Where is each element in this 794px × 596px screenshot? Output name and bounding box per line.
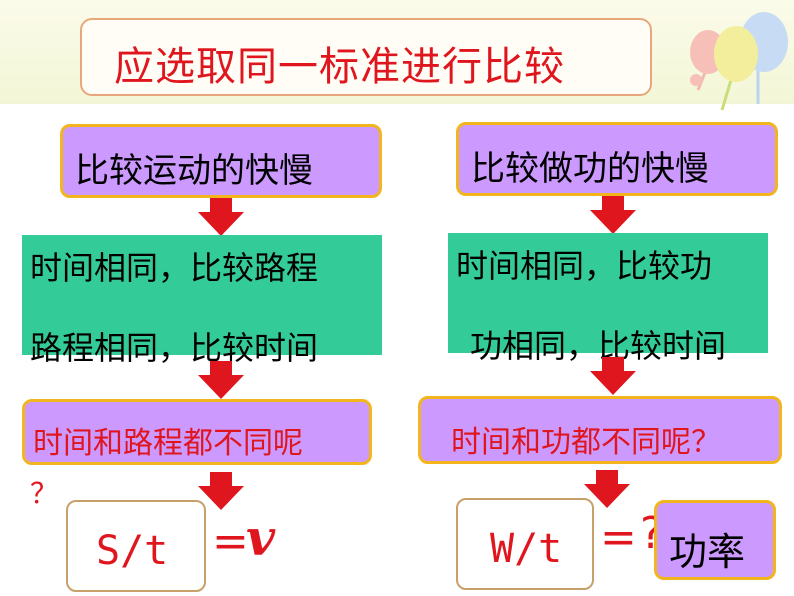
left-condition-line-2: 路程相同，比较时间 [30, 323, 318, 369]
left-arrow-3 [198, 472, 244, 510]
right-arrow-1 [590, 196, 636, 234]
right-equals-sign: = [600, 512, 637, 563]
left-formula-box: S/t [66, 500, 206, 592]
right-arrow-2 [590, 357, 636, 395]
left-question-text: 时间和路程都不同呢 [33, 418, 303, 462]
left-condition-line-1: 时间相同，比较路程 [30, 243, 318, 289]
left-question-box: 时间和路程都不同呢 [22, 399, 372, 465]
page-title: 应选取同一标准进行比较 [114, 34, 565, 92]
left-equals-sign: = [212, 516, 249, 567]
balloons-decoration [678, 0, 794, 118]
left-arrow-1 [198, 198, 244, 236]
right-question-text: 时间和功都不同呢？ [451, 417, 721, 461]
right-header-box: 比较做功的快慢 [456, 122, 778, 196]
power-box: 功率 [654, 500, 776, 580]
power-text: 功率 [669, 521, 745, 576]
right-formula-text: W/t [490, 526, 562, 572]
right-formula-box: W/t [456, 498, 594, 590]
left-header-text: 比较运动的快慢 [75, 143, 313, 192]
right-condition-line-1: 时间相同，比较功 [456, 241, 712, 287]
right-header-text: 比较做功的快慢 [471, 141, 709, 190]
left-header-box: 比较运动的快慢 [60, 124, 382, 198]
right-question-box: 时间和功都不同呢？ [418, 396, 782, 464]
left-question-mark: ？ [30, 472, 58, 512]
left-arrow-2 [198, 361, 244, 399]
left-formula-text: S/t [96, 528, 168, 574]
left-condition-box: 时间相同，比较路程 路程相同，比较时间 [22, 235, 382, 355]
right-condition-box: 时间相同，比较功 功相同，比较时间 [448, 233, 768, 353]
left-result-v: v [246, 508, 275, 567]
